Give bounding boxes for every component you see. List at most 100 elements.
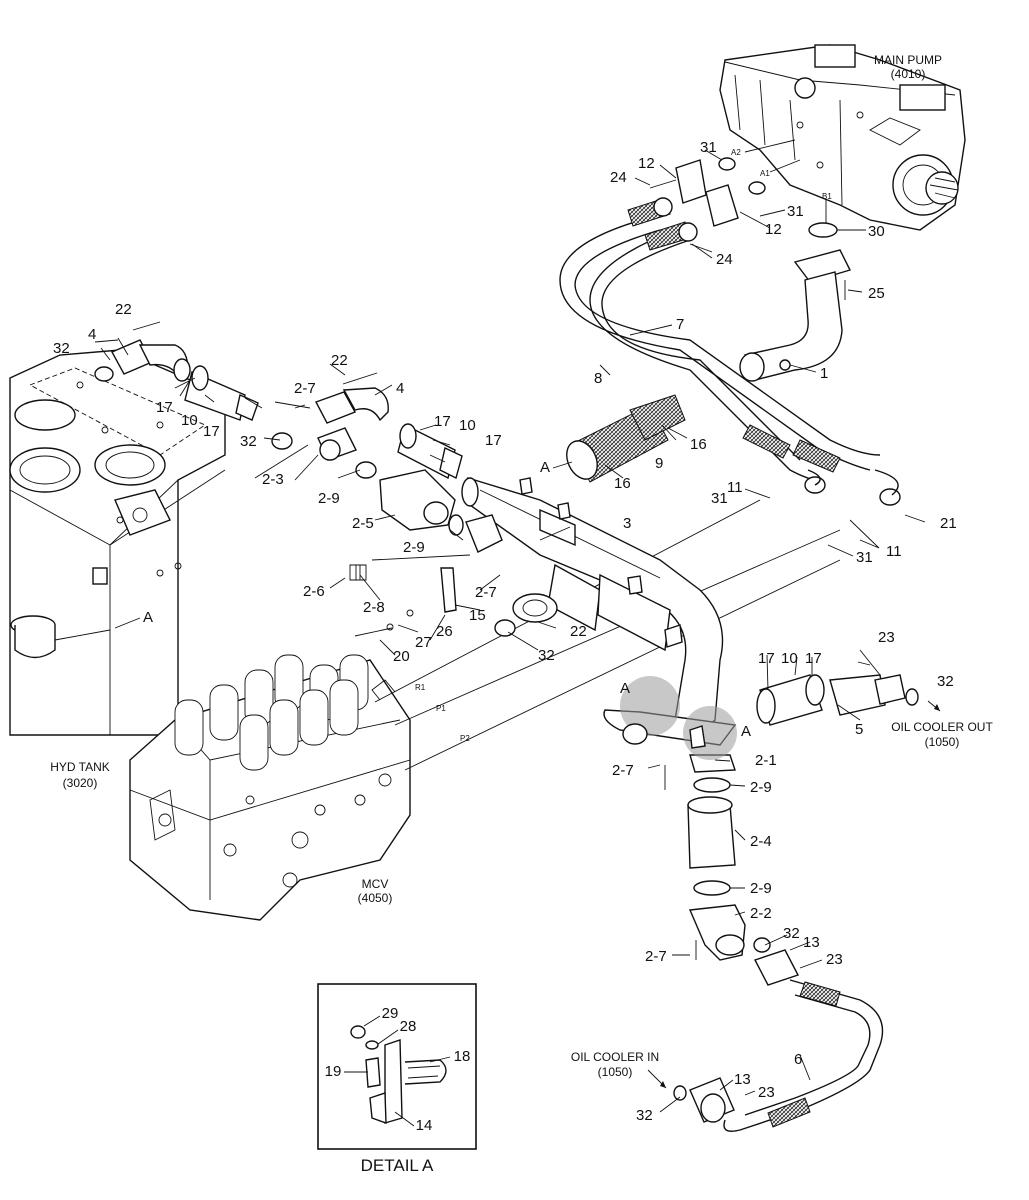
callout-2-2: 2-2 (750, 905, 772, 922)
callout-32-f: 32 (636, 1107, 653, 1124)
callout-22-c: 22 (570, 623, 587, 640)
callout-27: 27 (415, 634, 432, 651)
callout-17-f: 17 (805, 650, 822, 667)
callout-17-e: 17 (758, 650, 775, 667)
port-a2-label: A2 (731, 148, 741, 157)
callout-4-b: 4 (396, 380, 404, 397)
oil-cooler-in-hose (673, 949, 884, 1132)
callout-11-a: 11 (727, 479, 743, 496)
callout-1: 1 (820, 365, 828, 382)
leader-lines (94, 149, 926, 1113)
callout-22-b: 22 (331, 352, 348, 369)
port-p2-label: P2 (460, 734, 470, 743)
callout-3: 3 (623, 515, 631, 532)
callout-12-b: 12 (765, 221, 782, 238)
mcv-p2-leader (404, 559, 841, 771)
tank-return-parts (94, 321, 516, 637)
detail-a-box (317, 983, 477, 1150)
callout-24-b: 24 (716, 251, 733, 268)
callout-21: 21 (940, 515, 957, 532)
callout-2-9-a: 2-9 (318, 490, 340, 507)
callout-2-7-a: 2-7 (294, 380, 316, 397)
callout-17-c: 17 (434, 413, 451, 430)
detail-part-18: 18 (454, 1048, 471, 1065)
callout-32-d: 32 (937, 673, 954, 690)
callout-4-a: 4 (88, 326, 96, 343)
detail-marker-suction-hose: A (540, 459, 550, 476)
callout-5: 5 (855, 721, 863, 738)
callout-17-b: 17 (203, 423, 220, 440)
hyd-tank-code: (3020) (63, 776, 98, 790)
callout-2-9-b: 2-9 (403, 539, 425, 556)
callout-32-b: 32 (240, 433, 257, 450)
callout-11-b: 11 (886, 543, 902, 560)
suction-pipe-1 (739, 249, 851, 382)
callout-31-b: 31 (787, 203, 804, 220)
callout-2-6: 2-6 (303, 583, 325, 600)
hyd-tank-drawing (9, 349, 226, 736)
callout-31-a: 31 (700, 139, 717, 156)
port-a1-label: A1 (760, 169, 770, 178)
oil-cooler-in-label: OIL COOLER IN (571, 1050, 659, 1064)
detail-marker-right: A (741, 723, 751, 740)
callout-17-a: 17 (156, 399, 173, 416)
callout-13-a: 13 (803, 934, 820, 951)
callout-10-c: 10 (781, 650, 798, 667)
callout-23-a: 23 (878, 629, 895, 646)
callout-16-a: 16 (690, 436, 707, 453)
callout-23-c: 23 (758, 1084, 775, 1101)
callout-31-c: 31 (711, 490, 728, 507)
oil-cooler-in-code: (1050) (598, 1065, 633, 1079)
callout-25: 25 (868, 285, 885, 302)
detail-a-highlight-left (620, 676, 680, 736)
callout-32-a: 32 (53, 340, 70, 357)
flange-12-top (675, 159, 707, 204)
callout-9: 9 (655, 455, 663, 472)
callout-30: 30 (868, 223, 885, 240)
callout-2-9-c: 2-9 (750, 779, 772, 796)
callout-31-d: 31 (856, 549, 873, 566)
detail-marker-tank: A (143, 609, 153, 626)
callout-7: 7 (676, 316, 684, 333)
mcv-p1-leader (394, 529, 841, 726)
suction-hose-9 (566, 394, 686, 483)
callout-10-a: 10 (181, 412, 198, 429)
oil-cooler-out-code: (1050) (925, 735, 960, 749)
callout-2-5: 2-5 (352, 515, 374, 532)
port-r1-label: R1 (415, 683, 426, 692)
mcv-drawing (129, 654, 411, 921)
port-b1-label: B1 (822, 192, 832, 201)
callout-13-b: 13 (734, 1071, 751, 1088)
mcv-code: (4050) (358, 891, 393, 905)
callout-12-a: 12 (638, 155, 655, 172)
callout-17-d: 17 (485, 432, 502, 449)
callout-32-e: 32 (783, 925, 800, 942)
oil-cooler-out-label: OIL COOLER OUT (891, 720, 993, 734)
callout-2-7-d: 2-7 (645, 948, 667, 965)
lower-riser (603, 709, 771, 961)
mcv-label: MCV (362, 877, 389, 891)
oil-cooler-out-parts (756, 649, 919, 726)
callout-20: 20 (393, 648, 410, 665)
callout-32-c: 32 (538, 647, 555, 664)
callout-2-3: 2-3 (262, 471, 284, 488)
detail-a-title: DETAIL A (361, 1156, 434, 1175)
callout-22-a: 22 (115, 301, 132, 318)
pump-hoses (559, 197, 901, 506)
callout-2-7-b: 2-7 (612, 762, 634, 779)
detail-part-19: 19 (325, 1063, 342, 1080)
callout-2-9-d: 2-9 (750, 880, 772, 897)
detail-part-14: 14 (416, 1117, 433, 1134)
callout-26: 26 (436, 623, 453, 640)
callout-24-a: 24 (610, 169, 627, 186)
callout-2-1: 2-1 (755, 752, 777, 769)
main-pump-drawing (719, 44, 966, 231)
flange-12-bottom (705, 184, 739, 227)
main-pump-label: MAIN PUMP (874, 53, 942, 67)
detail-part-28: 28 (400, 1018, 417, 1035)
suction-pipe-3 (461, 477, 724, 741)
callout-10-b: 10 (459, 417, 476, 434)
callout-6: 6 (794, 1051, 802, 1068)
port-p1-label: P1 (436, 704, 446, 713)
